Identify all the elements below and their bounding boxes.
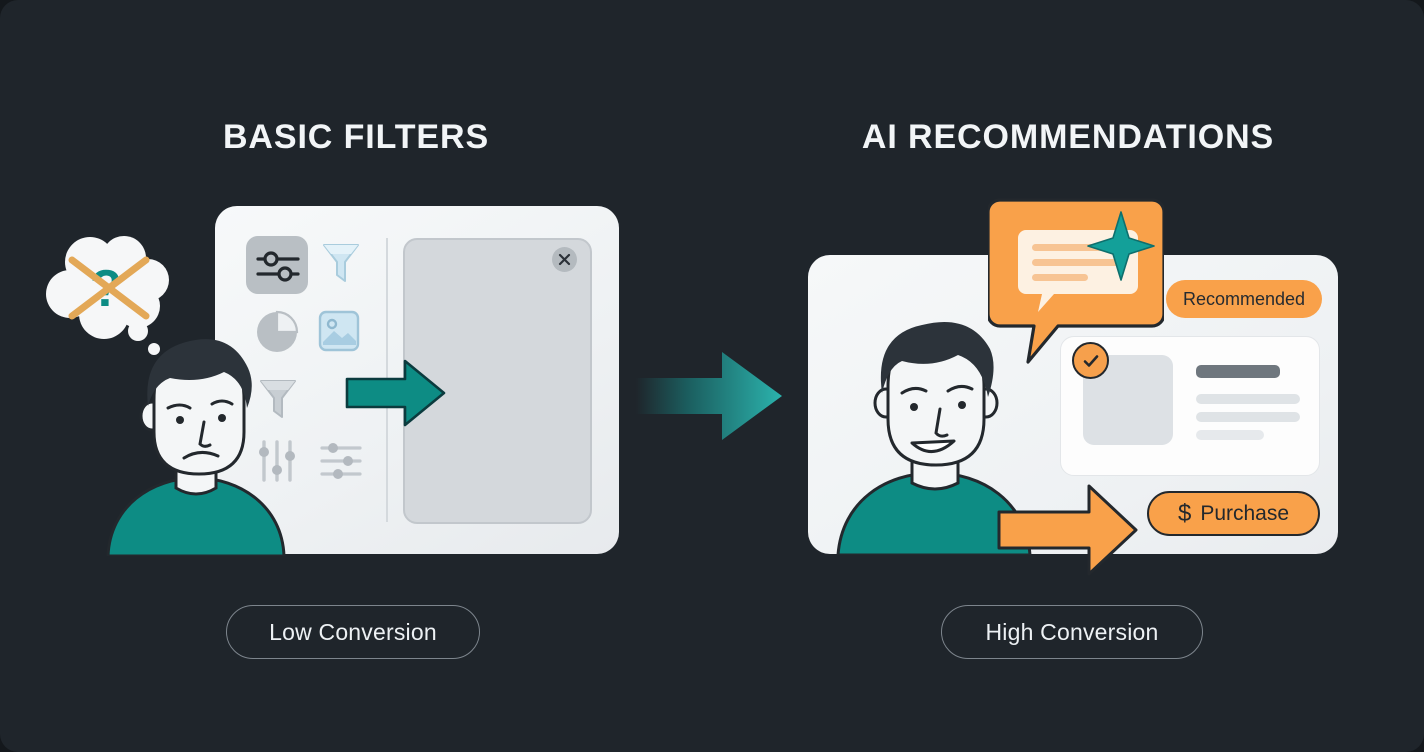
selected-filter-chip[interactable] (246, 236, 308, 294)
confused-thought-bubble: ? (42, 232, 174, 363)
high-conversion-pill: High Conversion (941, 605, 1203, 659)
teal-arrow-icon (345, 357, 447, 434)
image-icon[interactable] (318, 310, 360, 357)
orange-arrow-icon (997, 482, 1139, 583)
transition-arrow-icon (636, 348, 784, 449)
check-icon (1072, 342, 1109, 379)
close-icon[interactable] (552, 247, 577, 272)
funnel-icon[interactable] (258, 376, 298, 427)
product-title-line (1196, 365, 1280, 378)
low-conversion-pill: Low Conversion (226, 605, 480, 659)
recommended-badge: Recommended (1166, 280, 1323, 318)
right-column-title: AI RECOMMENDATIONS (861, 118, 1275, 156)
funnel-icon[interactable] (321, 240, 361, 291)
empty-result-card (403, 238, 592, 524)
sliders-icon[interactable] (320, 442, 362, 485)
left-column-title: BASIC FILTERS (222, 118, 490, 156)
product-text-line (1196, 430, 1264, 440)
purchase-button[interactable]: $ Purchase (1147, 491, 1320, 536)
pie-chart-icon[interactable] (255, 310, 299, 359)
frustrated-user-avatar (104, 328, 294, 561)
sliders-icon[interactable] (256, 248, 300, 289)
ai-speech-bubble (986, 196, 1166, 371)
product-text-line (1196, 394, 1300, 404)
satisfied-user-avatar (836, 305, 1036, 560)
purchase-button-label: Purchase (1200, 501, 1290, 525)
equalizer-icon[interactable] (255, 440, 299, 487)
dollar-icon: $ (1177, 499, 1192, 527)
product-text-line (1196, 412, 1300, 422)
